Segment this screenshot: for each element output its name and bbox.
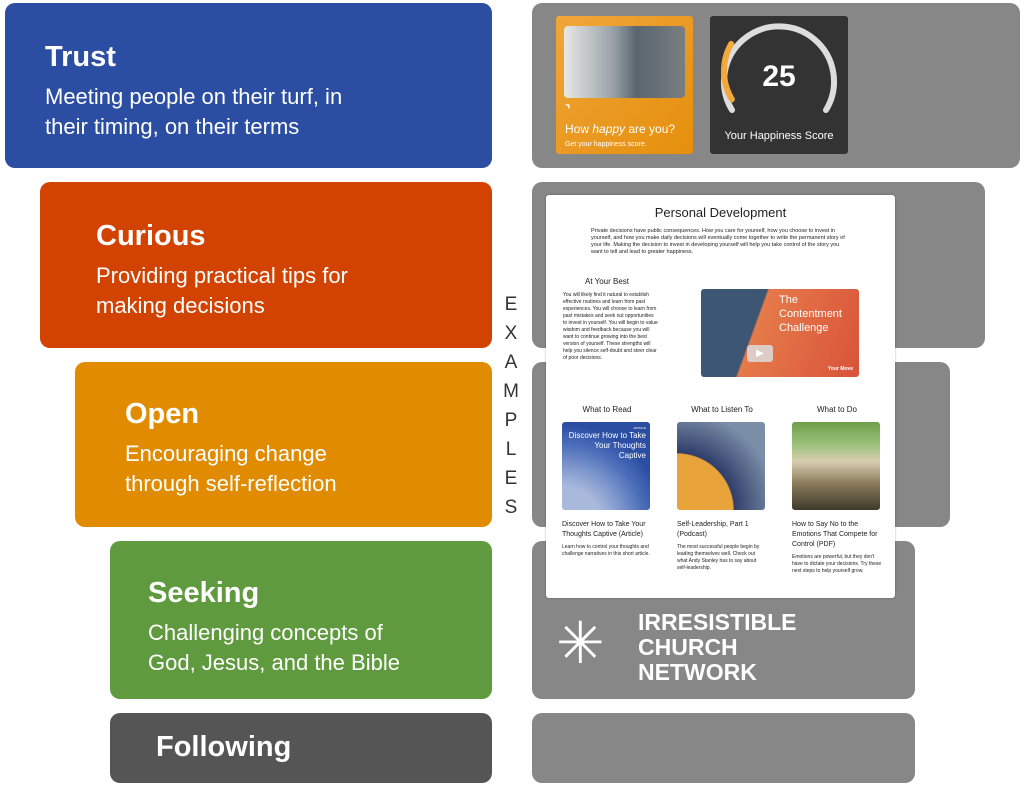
example-panel-following	[532, 713, 915, 783]
item-title[interactable]: Discover How to Take Your Thoughts Capti…	[562, 521, 646, 538]
podcast-thumbnail[interactable]	[677, 422, 765, 510]
article-tag: ARTICLE	[633, 426, 646, 430]
score-label: Your Happiness Score	[724, 130, 834, 142]
stage-title: Curious	[96, 220, 206, 252]
item-desc: Learn how to control your thoughts and c…	[562, 544, 650, 557]
article-thumbnail[interactable]: ARTICLE Discover How to Take Your Though…	[562, 422, 650, 510]
stage-title: Trust	[45, 41, 116, 73]
stage-title: Seeking	[148, 577, 260, 609]
best-text: You will likely find it natural to estab…	[563, 292, 658, 361]
article-thumb-title: Discover How to Take Your Thoughts Capti…	[568, 431, 646, 460]
video-thumbnail[interactable]: The Contentment Challenge ▶ Your Move	[701, 289, 859, 377]
quiz-title: How happy are you?	[565, 122, 676, 136]
column-do: What to Do How to Say No to the Emotions…	[792, 405, 882, 575]
personal-development-page: Personal Development Private decisions h…	[546, 195, 895, 598]
quiz-subtitle: Get your happiness score.	[565, 141, 647, 148]
best-title: At Your Best	[584, 277, 630, 286]
play-icon[interactable]: ▶	[747, 345, 773, 362]
column-listen: What to Listen To Self-Leadership, Part …	[677, 405, 767, 572]
stage-title: Following	[156, 731, 292, 763]
page-title: Personal Development	[654, 205, 787, 220]
star-logo-icon: ✳	[556, 611, 605, 676]
item-desc: Emotions are powerful, but they don't ha…	[792, 554, 882, 574]
happiness-score-card: 25 Your Happiness Score	[710, 16, 848, 154]
video-title: The Contentment Challenge	[779, 294, 842, 334]
column-read: What to Read ARTICLE Discover How to Tak…	[562, 405, 652, 558]
column-heading: What to Do	[816, 405, 857, 414]
pdf-thumbnail[interactable]	[792, 422, 880, 510]
stage-following: Following	[110, 713, 492, 783]
score-value: 25	[762, 60, 796, 93]
quiz-photo	[564, 26, 685, 98]
video-brand: Your Move	[827, 366, 853, 372]
score-gauge	[721, 23, 837, 113]
happiness-quiz-card[interactable]: ⌝ How happy are you? Get your happiness …	[556, 16, 693, 154]
column-heading: What to Listen To	[691, 405, 753, 414]
stage-title: Open	[125, 398, 200, 430]
item-desc: The most successful people begin by lead…	[677, 544, 760, 571]
arrow-logo-icon: ⌝	[565, 104, 571, 116]
column-heading: What to Read	[582, 405, 632, 414]
item-title[interactable]: How to Say No to the Emotions That Compe…	[792, 521, 878, 548]
page-intro: Private decisions have public consequenc…	[591, 228, 845, 255]
item-title[interactable]: Self-Leadership, Part 1 (Podcast)	[677, 521, 749, 538]
